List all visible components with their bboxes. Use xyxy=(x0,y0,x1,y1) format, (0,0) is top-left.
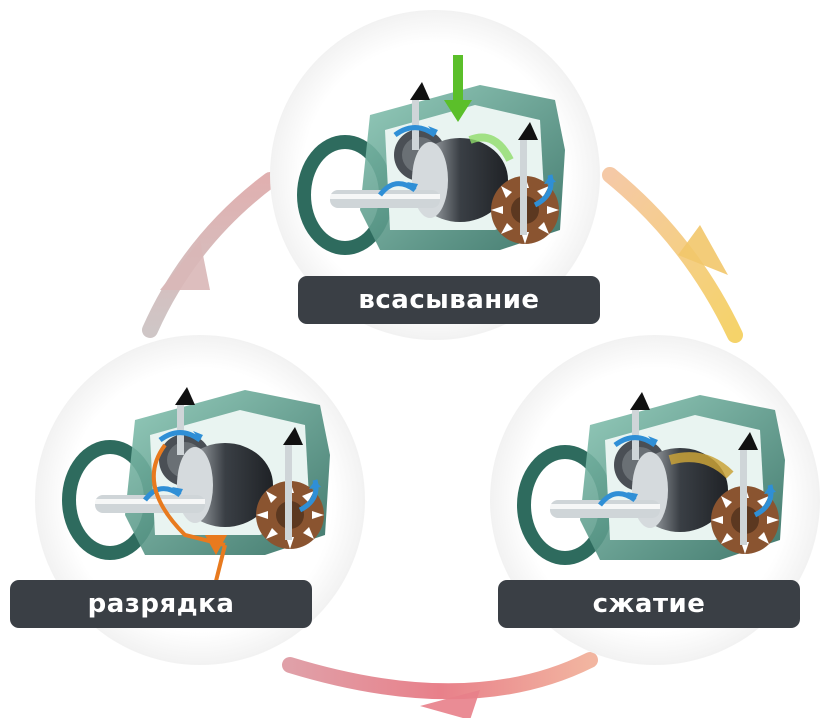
compression-compressor-illustration xyxy=(517,392,785,565)
stage-label-suction: всасывание xyxy=(298,276,600,324)
cycle-arrows xyxy=(142,167,743,718)
stage-label-discharge: разрядка xyxy=(10,580,312,628)
stage-label-compression: сжатие xyxy=(498,580,800,628)
suction-compressor-illustration xyxy=(297,55,565,255)
discharge-compressor-illustration xyxy=(62,387,330,586)
